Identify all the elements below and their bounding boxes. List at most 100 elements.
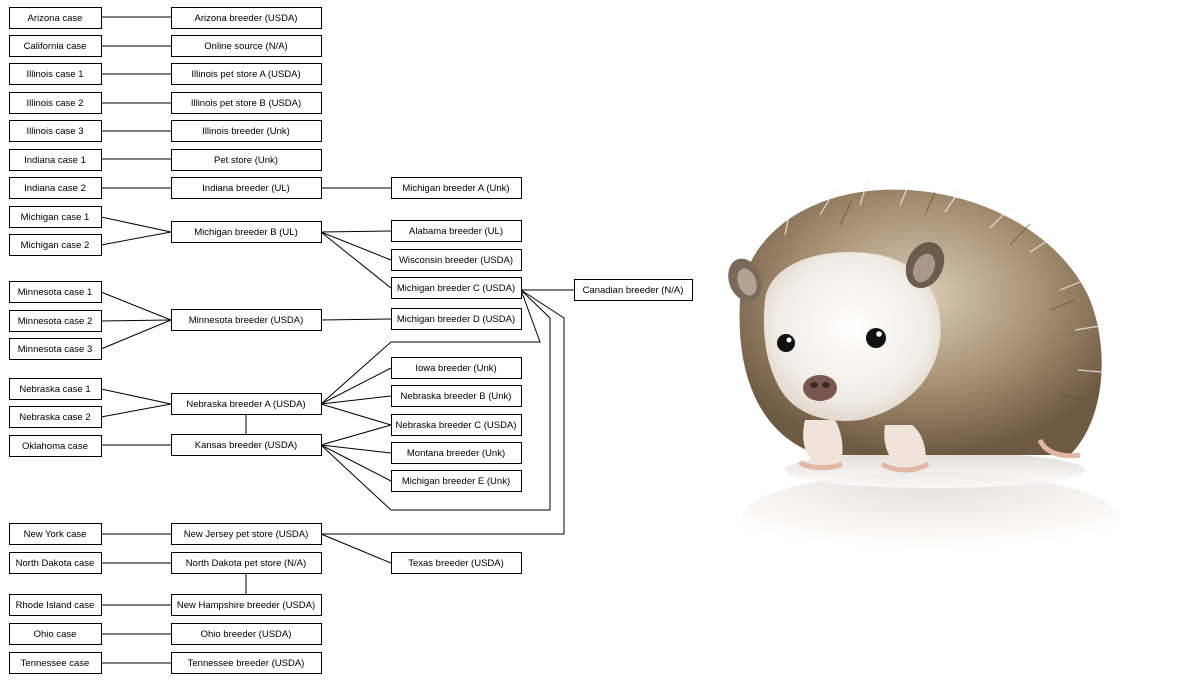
node-box <box>171 434 322 456</box>
node-box <box>391 308 522 330</box>
node-mi-breeder-e: Michigan breeder E (Unk) <box>391 470 522 492</box>
node-box <box>9 378 102 400</box>
node-box <box>9 234 102 256</box>
node-ia-breeder: Iowa breeder (Unk) <box>391 357 522 379</box>
node-mi-breeder-b: Michigan breeder B (UL) <box>171 221 322 243</box>
node-il-store-b: Illinois pet store B (USDA) <box>171 92 322 114</box>
node-box <box>9 35 102 57</box>
node-mi-breeder-d: Michigan breeder D (USDA) <box>391 308 522 330</box>
node-label: Indiana case 2 <box>24 183 86 194</box>
node-label: California case <box>24 41 87 52</box>
node-il-breeder: Illinois breeder (Unk) <box>171 120 322 142</box>
node-box <box>9 92 102 114</box>
node-ks-breeder: Kansas breeder (USDA) <box>171 434 322 456</box>
node-label: Indiana case 1 <box>24 155 86 166</box>
node-label: North Dakota pet store (N/A) <box>186 558 306 569</box>
node-wi-breeder: Wisconsin breeder (USDA) <box>391 249 522 271</box>
node-label: Minnesota breeder (USDA) <box>189 315 304 326</box>
node-label: Illinois pet store B (USDA) <box>191 98 301 109</box>
node-box <box>171 393 322 415</box>
node-ne-breeder-c: Nebraska breeder C (USDA) <box>391 414 522 436</box>
node-box <box>171 652 322 674</box>
node-ca-case: California case <box>9 35 102 57</box>
node-label: Illinois case 2 <box>26 98 83 109</box>
node-box <box>9 206 102 228</box>
node-box <box>391 177 522 199</box>
node-box <box>9 435 102 457</box>
node-tn-breeder: Tennessee breeder (USDA) <box>171 652 322 674</box>
node-label: Texas breeder (USDA) <box>408 558 504 569</box>
node-box <box>391 552 522 574</box>
node-il-store-a: Illinois pet store A (USDA) <box>171 63 322 85</box>
node-ne-breeder-b: Nebraska breeder B (Unk) <box>391 385 522 407</box>
node-mn-case1: Minnesota case 1 <box>9 281 102 303</box>
node-box <box>9 177 102 199</box>
node-box <box>171 149 322 171</box>
node-label: Nebraska breeder A (USDA) <box>186 399 305 410</box>
node-il-case3: Illinois case 3 <box>9 120 102 142</box>
node-box <box>171 309 322 331</box>
node-box <box>9 652 102 674</box>
node-label: Canadian breeder (N/A) <box>583 285 684 296</box>
node-box <box>9 149 102 171</box>
node-tx-breeder: Texas breeder (USDA) <box>391 552 522 574</box>
node-box <box>391 470 522 492</box>
node-box <box>9 120 102 142</box>
node-label: New Jersey pet store (USDA) <box>184 529 309 540</box>
node-ri-case: Rhode Island case <box>9 594 102 616</box>
node-label: Arizona breeder (USDA) <box>195 13 298 24</box>
node-ny-case: New York case <box>9 523 102 545</box>
node-box <box>171 594 322 616</box>
node-label: New Hampshire breeder (USDA) <box>177 600 315 611</box>
node-label: Nebraska case 2 <box>19 412 90 423</box>
node-label: Rhode Island case <box>16 600 95 611</box>
node-box <box>171 552 322 574</box>
node-label: Indiana breeder (UL) <box>202 183 290 194</box>
node-label: Online source (N/A) <box>204 41 287 52</box>
node-label: Michigan case 2 <box>21 240 90 251</box>
node-mi-case2: Michigan case 2 <box>9 234 102 256</box>
node-ne-case1: Nebraska case 1 <box>9 378 102 400</box>
node-box <box>391 249 522 271</box>
node-pet-store: Pet store (Unk) <box>171 149 322 171</box>
node-box <box>9 7 102 29</box>
node-box <box>9 523 102 545</box>
node-mn-breeder: Minnesota breeder (USDA) <box>171 309 322 331</box>
node-label: Arizona case <box>28 13 83 24</box>
node-online: Online source (N/A) <box>171 35 322 57</box>
node-box <box>171 120 322 142</box>
node-label: Ohio breeder (USDA) <box>201 629 292 640</box>
node-box <box>9 406 102 428</box>
node-label: Minnesota case 3 <box>18 344 92 355</box>
node-nd-store: North Dakota pet store (N/A) <box>171 552 322 574</box>
node-box <box>391 442 522 464</box>
node-in-case1: Indiana case 1 <box>9 149 102 171</box>
node-label: Illinois breeder (Unk) <box>202 126 290 137</box>
node-ok-case: Oklahoma case <box>9 435 102 457</box>
node-box <box>9 281 102 303</box>
node-box <box>171 35 322 57</box>
node-mi-breeder-c: Michigan breeder C (USDA) <box>391 277 522 299</box>
connector-lines <box>100 16 574 664</box>
node-label: Minnesota case 2 <box>18 316 92 327</box>
node-label: New York case <box>24 529 87 540</box>
node-ca-breeder: Canadian breeder (N/A) <box>574 279 693 301</box>
node-il-case2: Illinois case 2 <box>9 92 102 114</box>
node-label: Iowa breeder (Unk) <box>415 363 496 374</box>
node-label: Minnesota case 1 <box>18 287 92 298</box>
node-box <box>391 414 522 436</box>
node-box <box>9 552 102 574</box>
node-oh-breeder: Ohio breeder (USDA) <box>171 623 322 645</box>
node-label: Michigan breeder A (Unk) <box>402 183 509 194</box>
node-ne-case2: Nebraska case 2 <box>9 406 102 428</box>
node-label: Michigan breeder E (Unk) <box>402 476 510 487</box>
node-box <box>391 220 522 242</box>
node-label: Tennessee breeder (USDA) <box>188 658 305 669</box>
node-label: Michigan breeder C (USDA) <box>397 283 515 294</box>
node-box <box>9 63 102 85</box>
node-label: Nebraska case 1 <box>19 384 90 395</box>
node-al-breeder: Alabama breeder (UL) <box>391 220 522 242</box>
node-box <box>171 7 322 29</box>
